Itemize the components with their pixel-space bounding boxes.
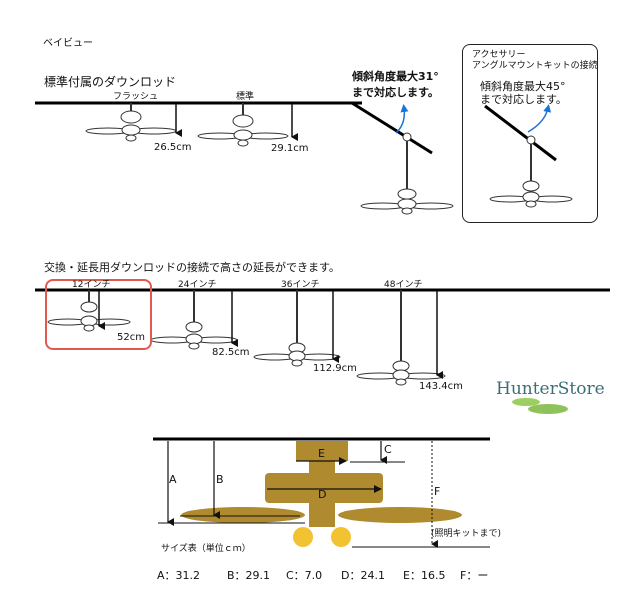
value-b: B：29.1 xyxy=(227,569,271,582)
rod-dim-24in: 82.5cm xyxy=(212,347,250,358)
light-bulb-right xyxy=(331,527,351,547)
value-c: C：7.0 xyxy=(286,569,323,582)
accessory-line1: アクセサリー xyxy=(472,50,526,60)
slope-note-31-line2: まで対応します。 xyxy=(352,86,439,99)
fan-flush xyxy=(85,103,177,142)
accessory-box xyxy=(462,44,598,223)
brand-logo: HunterStore xyxy=(496,379,605,399)
rod-label-48in: 48インチ xyxy=(384,280,423,290)
highlight-12in xyxy=(45,279,152,350)
fan-size-drawing xyxy=(181,441,462,547)
slope-note-45-line2: まで対応します。 xyxy=(480,93,567,106)
rod-label-36in: 36インチ xyxy=(281,280,320,290)
fan-sloped xyxy=(360,132,454,215)
page-title: ベイビュー xyxy=(43,38,93,49)
brand-leaf-icon xyxy=(512,398,540,406)
flush-dim: 26.5cm xyxy=(154,142,192,153)
rod-dim-36in: 112.9cm xyxy=(313,363,357,374)
fan-48in xyxy=(356,290,446,386)
light-kit-note: (照明キットまで) xyxy=(431,529,502,539)
value-a: A：31.2 xyxy=(157,569,201,582)
label-d: D xyxy=(318,488,327,501)
section2-heading: 交換・延長用ダウンロッドの接続で高さの延長ができます。 xyxy=(44,261,340,274)
value-f: F：ー xyxy=(460,569,489,582)
standard-label: 標準 xyxy=(236,92,255,102)
label-e: E xyxy=(318,447,325,460)
label-c: C xyxy=(384,443,392,456)
light-bulb-left xyxy=(293,527,313,547)
label-b: B xyxy=(216,473,224,486)
sloped-ceiling-31 xyxy=(351,101,433,155)
label-f: F xyxy=(434,485,441,498)
rod-dim-48in: 143.4cm xyxy=(419,381,463,392)
value-d: D：24.1 xyxy=(341,569,385,582)
fan-angle-mount xyxy=(489,135,573,208)
slope-arrow-31 xyxy=(395,104,409,134)
rod-label-24in: 24インチ xyxy=(178,280,217,290)
slope-note-45-line1: 傾斜角度最大45° xyxy=(480,80,566,93)
slope-note-31-line1: 傾斜角度最大31° xyxy=(352,70,439,83)
rod-label-12in: 12インチ xyxy=(72,280,111,290)
flush-label: フラッシュ xyxy=(113,92,159,102)
fan-36in xyxy=(253,290,341,367)
brand-leaf-icon-2 xyxy=(528,404,568,414)
fan-12in xyxy=(47,290,131,332)
label-a: A xyxy=(169,473,177,486)
fan-standard xyxy=(197,103,289,147)
size-table-title: サイズ表（単位ｃｍ） xyxy=(161,544,251,554)
standard-dim: 29.1cm xyxy=(271,143,309,154)
accessory-line2: アングルマウントキットの接続 xyxy=(472,61,598,71)
value-e: E：16.5 xyxy=(403,569,446,582)
fan-24in xyxy=(150,290,238,350)
rod-dim-12in: 52cm xyxy=(117,332,145,343)
slope-arrow-45 xyxy=(527,104,552,133)
sloped-ceiling-45 xyxy=(484,104,557,162)
section1-heading: 標準付属のダウンロッド xyxy=(44,75,177,89)
